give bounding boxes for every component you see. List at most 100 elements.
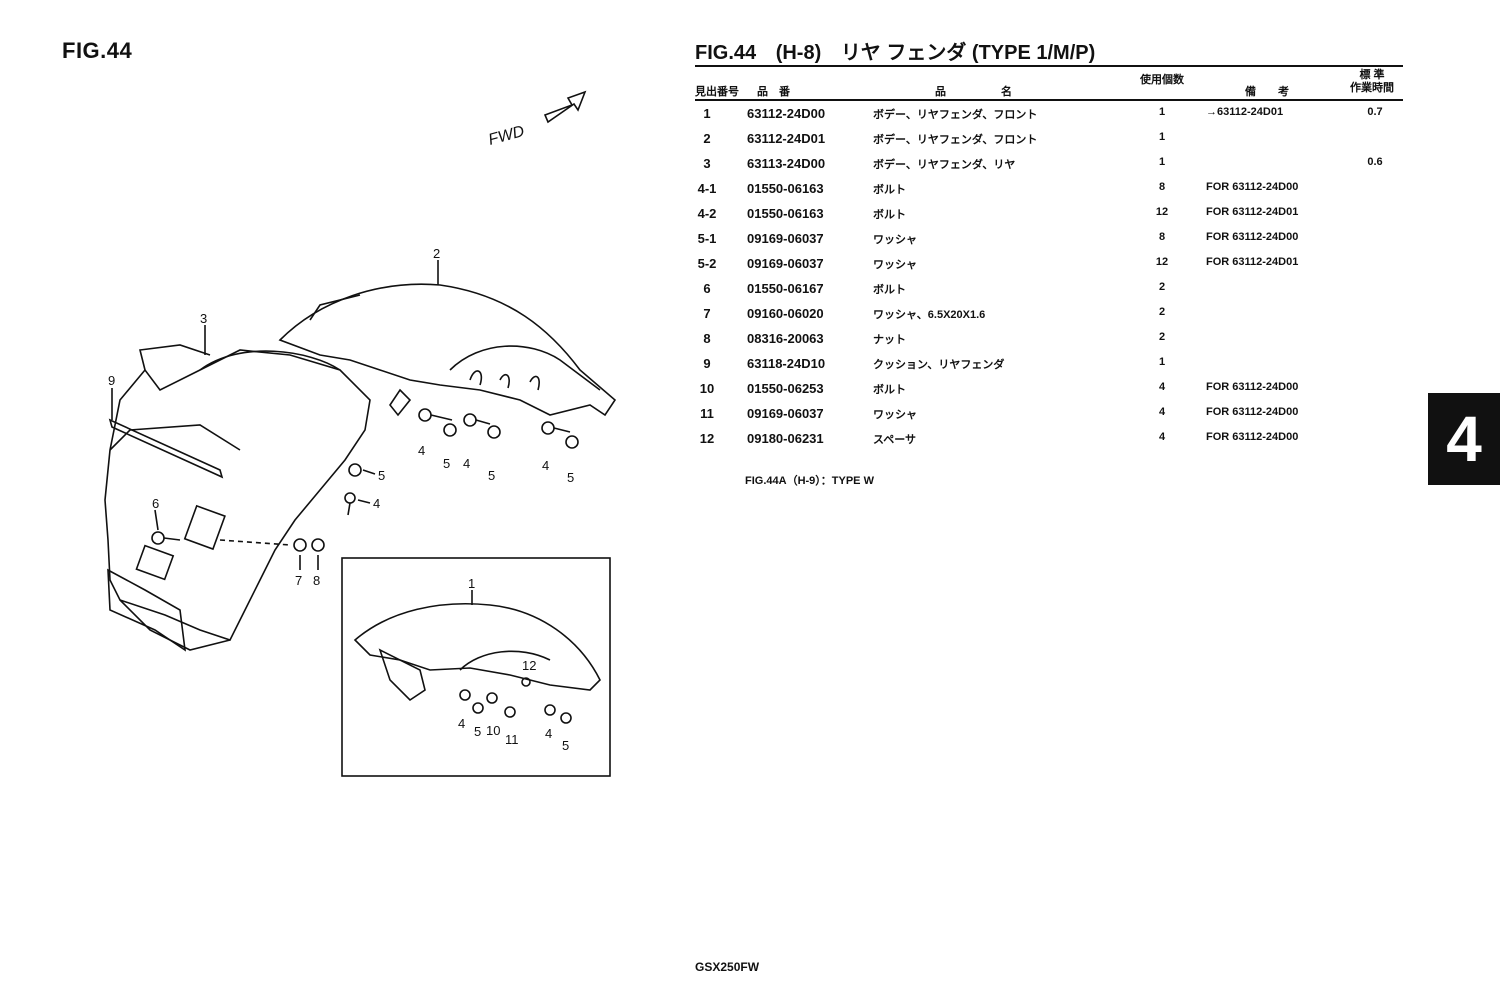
callout-8: 8 [313,573,320,588]
inset-callout-4a: 4 [458,716,465,731]
callout-5d: 5 [378,468,385,483]
bolts-and-washers [151,408,579,552]
inset-callout-1: 1 [468,576,475,591]
description-cell: ワッシャ [873,234,917,246]
remarks-cell: FOR 63112-24D01 [1206,206,1299,218]
header-remarks: 備 考 [1245,86,1289,98]
figure-label: FIG.44 [62,38,133,63]
ref-no-cell: 6 [703,281,711,296]
mud-flap [107,568,187,652]
part-number-cell: 63112-24D00 [747,106,826,121]
page-title: FIG.44 (H-8) リヤ フェンダ (TYPE 1/M/P) [695,36,1109,65]
ref-no-cell: 5-2 [697,256,717,271]
header-standard-time: 標 準 作業時間 [1350,69,1394,94]
ref-no-cell: 1 [703,106,711,121]
title-fig: FIG.44 [695,42,757,64]
qty-cell: 8 [1158,231,1166,243]
remarks-cell: FOR 63112-24D00 [1206,431,1299,443]
ref-no-cell: 5-1 [697,231,717,246]
qty-cell: 4 [1158,406,1166,418]
description-cell: ボルト [873,284,906,296]
ref-no-cell: 9 [703,356,711,371]
title-name: リヤ フェンダ (TYPE 1/M/P) [840,42,1096,64]
callout-4a: 4 [418,443,425,458]
description-cell: クッション、リヤフェンダ [873,359,1005,371]
description-cell: ボルト [873,384,906,396]
description-cell: ワッシャ [873,409,917,421]
rear-fender-body [104,349,371,641]
ref-no-cell: 2 [703,131,711,146]
callout-5c: 5 [567,470,574,485]
remarks-cell: FOR 63112-24D01 [1206,256,1299,268]
description-cell: ワッシャ [873,259,917,271]
description-cell: スペーサ [873,434,917,446]
model-footer: GSX250FW [695,960,760,974]
qty-cell: 4 [1158,431,1166,443]
callout-5b: 5 [488,468,495,483]
table-row: 8 08316-20063 ナット 2 [695,326,1403,351]
callout-4c: 4 [542,458,549,473]
header-ref-no: 見出番号 [695,86,739,98]
table-row: 12 09180-06231 スペーサ 4 FOR 63112-24D00 [695,426,1403,451]
rear-fender-drawing: FWD 2 3 9 4 5 4 5 4 5 5 4 6 7 8 1 12 4 5… [104,90,617,777]
qty-cell: 1 [1158,106,1166,118]
part-number-cell: 01550-06163 [747,181,824,196]
inset-callout-5b: 5 [562,738,569,753]
part-number-cell: 09169-06037 [747,231,824,246]
table-row: 2 63112-24D01 ボデー、リヤフェンダ、フロント 1 [695,126,1403,151]
inset-frame [341,557,611,777]
header-qty: 使用個数 [1140,74,1184,86]
part-number-cell: 09180-06231 [747,431,824,446]
inset-callout-5a: 5 [474,724,481,739]
part-number-cell: 08316-20063 [747,331,824,346]
qty-cell: 2 [1158,306,1166,318]
description-cell: ナット [873,334,906,346]
part-number-cell: 01550-06253 [747,381,824,396]
inset-callout-4b: 4 [545,726,552,741]
ref-no-cell: 3 [703,156,711,171]
ref-no-cell: 4-1 [697,181,717,196]
callout-2: 2 [433,246,440,261]
description-cell: ボデー、リヤフェンダ、フロント [873,134,1038,146]
callout-6: 6 [152,496,159,511]
variant-note: FIG.44A（H-9）：TYPE W [745,475,874,487]
callout-5a: 5 [443,456,450,471]
header-part-no: 品 番 [757,86,790,98]
callout-3: 3 [200,311,207,326]
callout-4b: 4 [463,456,470,471]
parts-table-header: 見出番号 品 番 品 名 使用個数 備 考 標 準 作業時間 [695,67,1403,101]
qty-cell: 1 [1158,131,1166,143]
callout-4d: 4 [373,496,380,511]
inset-callout-11: 11 [505,732,519,747]
time-cell: 0.7 [1367,106,1383,118]
ref-no-cell: 10 [699,381,715,396]
qty-cell: 12 [1155,256,1169,268]
part-number-cell: 09169-06037 [747,406,824,421]
part-number-cell: 01550-06163 [747,206,824,221]
part-number-cell: 63113-24D00 [747,156,826,171]
description-cell: ボデー、リヤフェンダ、フロント [873,109,1038,121]
part-number-cell: 63112-24D01 [747,131,826,146]
callout-7: 7 [295,573,302,588]
description-cell: ワッシャ、6.5X20X1.6 [873,309,986,321]
ref-no-cell: 11 [700,406,714,421]
description-cell: ボデー、リヤフェンダ、リヤ [873,159,1016,171]
ref-no-cell: 8 [703,331,711,346]
qty-cell: 2 [1158,331,1166,343]
remarks-cell: FOR 63112-24D00 [1206,381,1299,393]
qty-cell: 8 [1158,181,1166,193]
inset-callout-12: 12 [522,658,536,673]
ref-no-cell: 12 [699,431,715,446]
fwd-label: FWD [487,123,527,149]
parts-table: 見出番号 品 番 品 名 使用個数 備 考 標 準 作業時間 1 63112-24… [695,65,1403,451]
remarks-cell: FOR 63112-24D00 [1206,406,1299,418]
qty-cell: 1 [1158,156,1166,168]
